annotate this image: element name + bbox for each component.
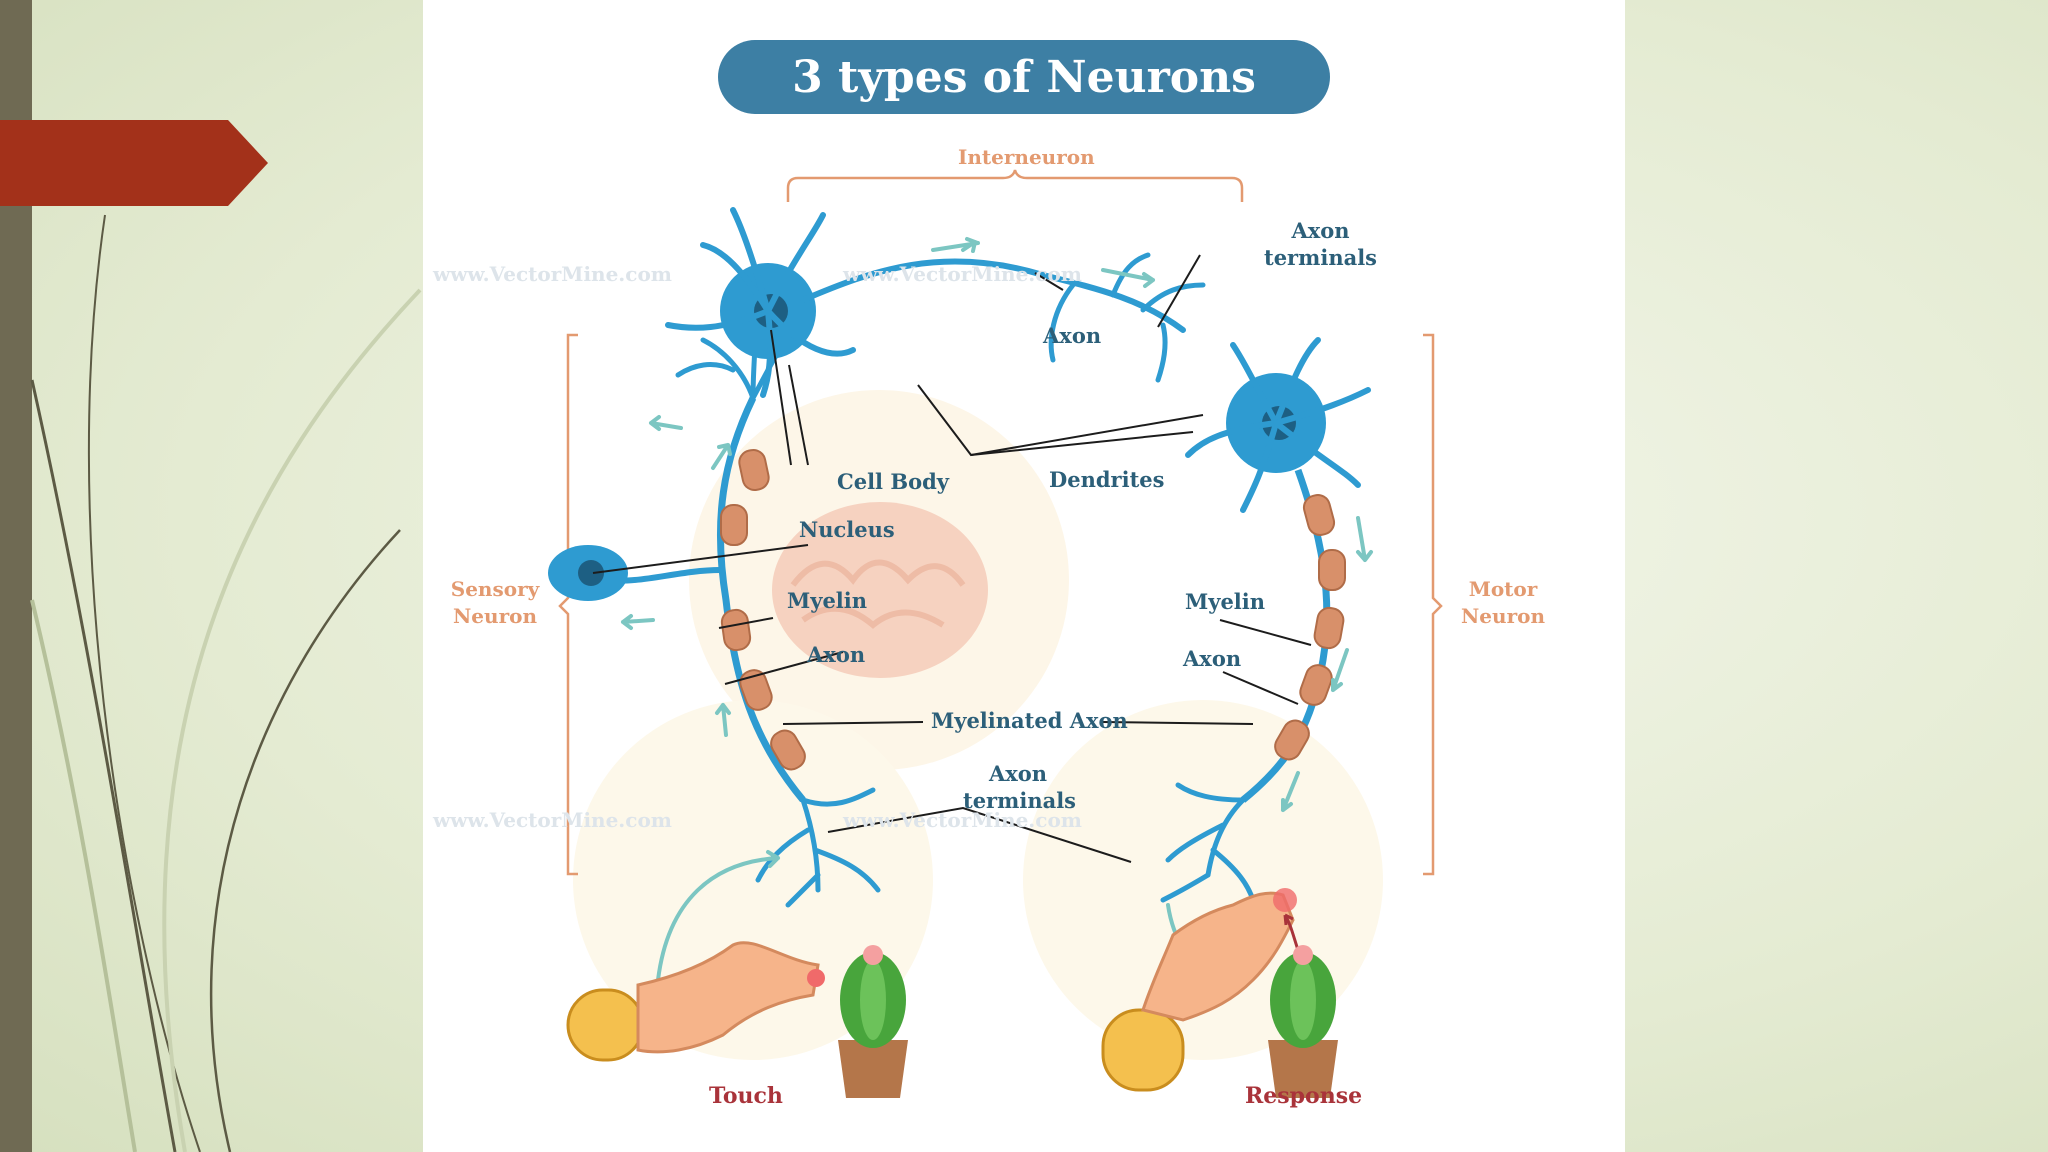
label-axon-terminals-top: Axon terminals	[1264, 218, 1377, 270]
touch-hand-illustration	[566, 941, 825, 1062]
label-myelin-left: Myelin	[787, 588, 868, 613]
label-myelin-right: Myelin	[1185, 589, 1266, 614]
label-axon-left: Axon	[807, 642, 866, 667]
label-motor-neuron: Motor Neuron	[1461, 577, 1545, 628]
neuron-diagram-image: 3 types of Neurons www.VectorMine.com ww…	[423, 0, 1625, 1152]
ribbon-arrow	[0, 120, 268, 206]
decorative-swooshes	[30, 214, 422, 1152]
watermark-text: www.VectorMine.com	[843, 808, 1082, 832]
label-myelinated-axon: Myelinated Axon	[931, 708, 1128, 733]
label-axon-terminals-bottom: Axon terminals	[963, 761, 1076, 813]
label-axon-top: Axon	[1043, 323, 1102, 348]
cactus-left	[838, 945, 908, 1098]
diagram-title: 3 types of Neurons	[718, 40, 1330, 114]
response-hand-illustration	[1101, 888, 1300, 1092]
watermark-text: www.VectorMine.com	[433, 808, 672, 832]
label-touch: Touch	[709, 1083, 783, 1109]
watermark-text: www.VectorMine.com	[433, 262, 672, 286]
label-cell-body: Cell Body	[837, 469, 949, 494]
neuron-diagram-art	[548, 169, 1443, 1098]
label-response: Response	[1245, 1083, 1363, 1109]
red-ribbon-marker	[0, 0, 270, 90]
label-nucleus: Nucleus	[799, 517, 895, 542]
label-interneuron: Interneuron	[958, 145, 1095, 169]
label-sensory-neuron: Sensory Neuron	[450, 577, 540, 628]
label-axon-right: Axon	[1183, 646, 1242, 671]
cactus-right	[1268, 945, 1338, 1098]
label-dendrites: Dendrites	[1049, 467, 1165, 492]
watermark-text: www.VectorMine.com	[843, 262, 1082, 286]
